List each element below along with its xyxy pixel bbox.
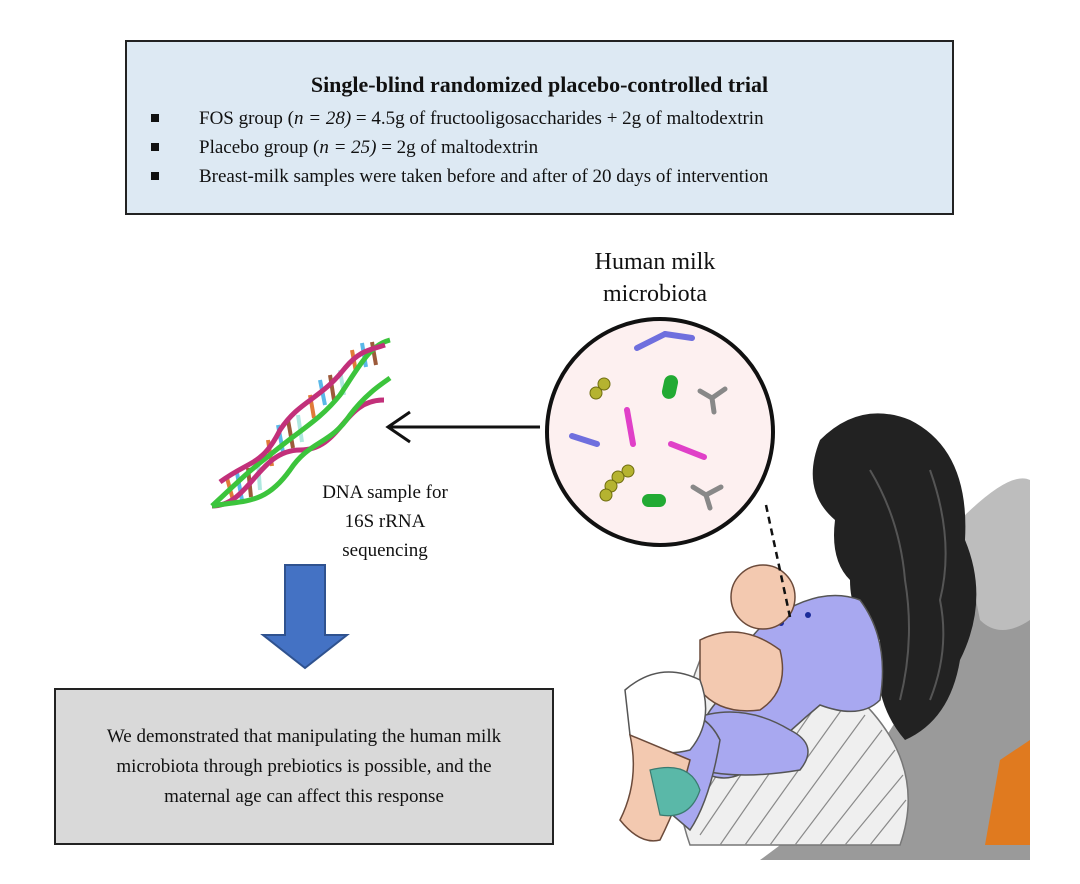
human-milk-microbiota-label: Human milk microbiota: [560, 246, 750, 310]
arrow-left-icon: [385, 410, 540, 444]
trial-list: FOS group (n = 28) = 4.5g of fructooligo…: [127, 104, 952, 191]
trial-item-n: n = 28): [294, 108, 352, 129]
trial-item-text: Breast-milk samples were taken before an…: [199, 166, 769, 187]
trial-title: Single-blind randomized placebo-controll…: [310, 72, 769, 97]
arrow-down-icon: [260, 564, 350, 670]
conclusion-text: We demonstrated that manipulating the hu…: [106, 725, 502, 807]
bullet-icon: [151, 172, 159, 180]
trial-item-text: Placebo group (: [199, 137, 320, 158]
trial-item-text: = 4.5g of fructooligosaccharides + 2g of…: [351, 108, 764, 129]
label-line: microbiota: [603, 281, 707, 307]
bullet-icon: [151, 114, 159, 122]
conclusion-box: We demonstrated that manipulating the hu…: [54, 688, 554, 845]
mother-hair: [812, 413, 977, 740]
trial-description-box: Single-blind randomized placebo-controll…: [125, 40, 954, 215]
trial-item-n: n = 25): [319, 137, 377, 158]
trial-item-placebo: Placebo group (n = 25) = 2g of maltodext…: [151, 133, 952, 162]
label-line: 16S rRNA: [344, 511, 426, 532]
trial-item-text: FOS group (: [199, 108, 295, 129]
label-line: DNA sample for: [322, 482, 448, 503]
dna-sample-label: DNA sample for 16S rRNA sequencing: [290, 478, 480, 565]
baby: [619, 564, 796, 842]
trial-item-text: = 2g of maltodextrin: [376, 137, 539, 158]
label-line: sequencing: [342, 540, 428, 561]
trial-item-samples: Breast-milk samples were taken before an…: [151, 162, 952, 191]
label-line: Human milk: [594, 249, 716, 275]
bullet-icon: [151, 143, 159, 151]
microbe-circle-icon: [545, 317, 775, 547]
trial-item-fos: FOS group (n = 28) = 4.5g of fructooligo…: [151, 104, 952, 133]
dna-helix-icon: [210, 337, 392, 509]
